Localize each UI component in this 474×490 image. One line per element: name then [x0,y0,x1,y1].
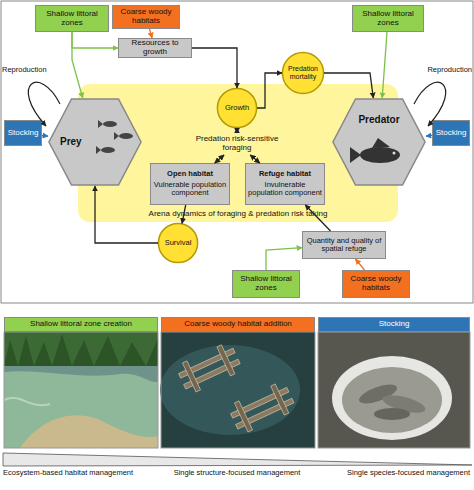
connector-arrow [192,48,237,88]
process-box: Shallow littoral zones [232,270,300,298]
connector-arrow [72,32,118,48]
node-text: Growth [225,104,249,112]
loop-label: Reproduction [2,66,64,74]
process-circle: Predation mortality [282,52,324,94]
node-text: Coarse woody habitats [115,8,177,26]
photo-frame [161,332,315,448]
node-text: Survival [165,239,192,247]
photo-ground [318,332,470,448]
bucket-rim [332,356,452,440]
circle-fill [158,223,197,262]
log-crib [175,341,243,395]
process-box: Shallow littoral zones [352,5,424,32]
process-box: Open habitatVulnerable population compon… [150,163,230,205]
population-hexagon: Prey [48,98,142,186]
node-text: Open habitat [167,170,213,178]
connector-arrow [150,29,153,38]
photo-frame [4,332,158,448]
process-box: Stocking [432,120,470,146]
node-text: Predation mortality [282,65,324,81]
node-text: Vulnerable population component [153,181,227,198]
node-text: Predation risk-sensitive foraging [192,135,282,153]
node-text: Stocking [436,129,467,138]
node-text: Shallow littoral zone creation [30,320,132,329]
circle-fill [217,88,256,127]
node-text: Stocking [8,129,39,138]
node-text: Resources to growth [121,39,189,57]
process-box: Refuge habitatInvulnerable population co… [245,163,325,205]
node-text: Predator [358,114,399,125]
node-text: Shallow littoral zones [355,10,421,28]
process-circle: Growth [217,88,257,128]
process-box: Resources to growth [118,38,192,58]
circle-fill [282,52,323,93]
connector-arrow [356,259,365,270]
photo-trees [4,332,158,366]
bucket-inside [342,367,442,433]
hexagon-fill [333,99,425,185]
node-text: Shallow littoral zones [38,10,106,28]
photo-water [4,332,158,448]
node-text: Prey [60,136,82,147]
gradient-wedge [3,453,472,466]
population-hexagon: Predator [332,98,426,186]
axis-label: Single species-focused management [312,469,470,477]
connector-arrow [266,248,302,270]
process-box: Coarse woody habitats [112,5,180,29]
process-box: Shallow littoral zone creation [4,317,158,332]
photo-trees [4,334,158,366]
process-box: Quantity and quality of spatial refuge [302,231,386,259]
connector-arrow [42,135,48,137]
process-box: Coarse woody habitat addition [161,317,315,332]
node-text: Coarse woody habitats [345,275,407,293]
process-box: Coarse woody habitats [342,270,410,298]
process-box: Shallow littoral zones [35,5,109,32]
node-text: Stocking [379,320,410,329]
node-text: Arena dynamics of foraging & predation r… [149,210,328,219]
photo-shallows [4,371,158,448]
photo-shore [20,415,158,448]
hexagon-outline [332,98,426,186]
log-crib [227,380,297,435]
photo-water [161,332,315,448]
fish-photo [374,408,410,420]
photo-water [160,345,300,435]
node-text: Shallow littoral zones [235,275,297,293]
process-box: Stocking [318,317,470,332]
node-text: Refuge habitat [259,170,311,178]
process-box: Stocking [4,120,42,146]
text-node: Predation risk-sensitive foraging [192,133,282,155]
loop-label: Reproduction [410,66,472,74]
node-text: Invulnerable population component [248,181,322,198]
axis-label: Ecosystem-based habitat management [3,469,163,477]
node-text: Quantity and quality of spatial refuge [305,237,383,254]
node-text: Coarse woody habitat addition [184,320,292,329]
process-circle: Survival [158,223,198,263]
axis-label: Single structure-focused management [157,469,317,477]
photo-ripple [4,398,50,405]
photo-frame [318,332,470,448]
panel-frame [1,1,473,303]
